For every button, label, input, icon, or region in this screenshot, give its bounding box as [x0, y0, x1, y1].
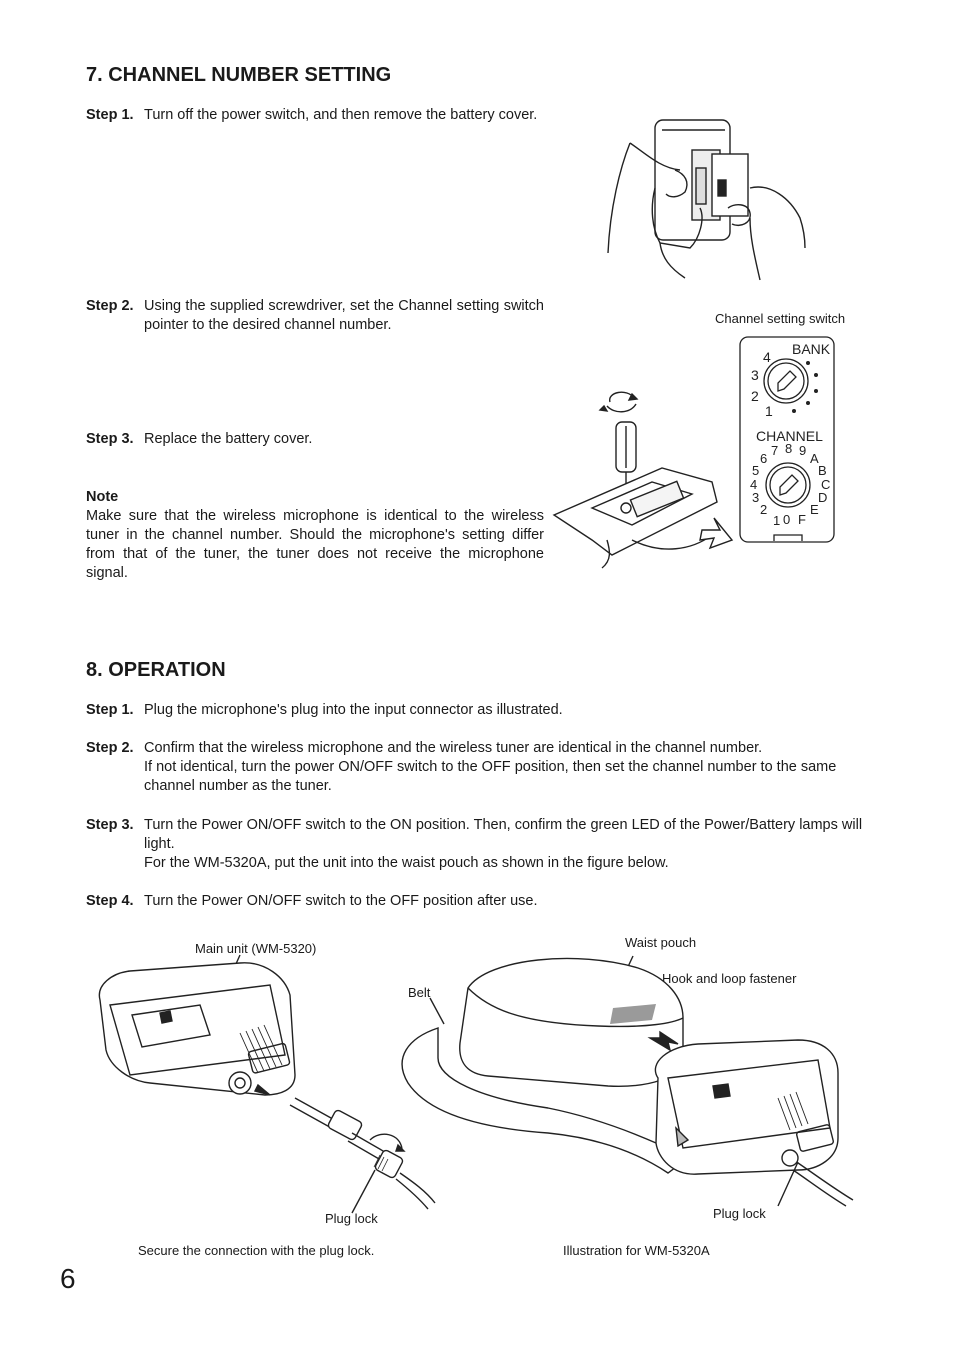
illustration-caption: Illustration for WM-5320A — [563, 1243, 710, 1258]
step-text: Using the supplied screwdriver, set the … — [144, 298, 544, 333]
channel-digits: 0 1 2 3 4 5 6 7 8 9 A B C D E F — [750, 441, 830, 528]
battery-cover-illustration — [607, 119, 806, 281]
step-text: Replace the battery cover. — [144, 431, 313, 447]
plug-lock-label-left: Plug lock — [325, 1211, 378, 1226]
channel-switch-caption: Channel setting switch — [715, 311, 846, 326]
channel-digit-c: C — [821, 477, 830, 492]
channel-digit-4: 4 — [750, 477, 757, 492]
channel-digit-8: 8 — [785, 441, 792, 456]
step-label: Step 1. — [86, 107, 134, 123]
step-text: Plug the microphone's plug into the inpu… — [144, 702, 563, 718]
bank-digit-4: 4 — [763, 349, 771, 365]
channel-digit-9: 9 — [799, 443, 806, 458]
step-label: Step 4. — [86, 893, 134, 909]
step-text: If not identical, turn the power ON/OFF … — [144, 759, 837, 794]
channel-digit-a: A — [810, 451, 819, 466]
s8-step-2: Step 2. Confirm that the wireless microp… — [86, 739, 876, 796]
waist-pouch-label: Waist pouch — [625, 935, 697, 950]
secure-caption: Secure the connection with the plug lock… — [138, 1243, 375, 1258]
bank-label: BANK — [792, 341, 831, 357]
channel-label: CHANNEL — [756, 428, 823, 444]
note-block: Note Make sure that the wireless microph… — [86, 488, 544, 583]
channel-digit-f: F — [798, 512, 806, 527]
channel-digit-e: E — [810, 502, 819, 517]
note-text: Make sure that the wireless microphone i… — [86, 508, 544, 581]
section-7-heading: 7. CHANNEL NUMBER SETTING — [86, 64, 392, 86]
channel-digit-d: D — [818, 490, 827, 505]
page-number: 6 — [60, 1263, 76, 1294]
note-title: Note — [86, 489, 119, 505]
step-text: Turn the Power ON/OFF switch to the ON p… — [144, 817, 863, 852]
step-text: Turn the Power ON/OFF switch to the OFF … — [144, 893, 538, 909]
channel-digit-7: 7 — [771, 443, 778, 458]
screwdriver-illustration — [552, 391, 734, 569]
plug-lock-label-right: Plug lock — [713, 1206, 766, 1221]
channel-setting-switch: BANK 1 2 3 4 CHANNEL 0 1 2 3 4 5 6 7 8 9… — [739, 336, 835, 543]
s8-step-1: Step 1. Plug the microphone's plug into … — [86, 701, 876, 720]
step-label: Step 3. — [86, 817, 134, 833]
s8-step-3: Step 3. Turn the Power ON/OFF switch to … — [86, 816, 876, 873]
section-8-heading: 8. OPERATION — [86, 659, 226, 681]
belt-label: Belt — [408, 985, 431, 1000]
step-label: Step 2. — [86, 298, 134, 314]
main-unit-label: Main unit (WM-5320) — [195, 941, 317, 956]
waist-pouch-illustration — [401, 955, 854, 1207]
s7-step-2: Step 2. Using the supplied screwdriver, … — [86, 297, 544, 335]
s7-step-1: Step 1. Turn off the power switch, and t… — [86, 106, 544, 125]
bank-digit-3: 3 — [751, 367, 759, 383]
channel-digit-2: 2 — [760, 502, 767, 517]
bank-digit-1: 1 — [765, 403, 773, 419]
step-label: Step 2. — [86, 740, 134, 756]
step-text: Confirm that the wireless microphone and… — [144, 740, 763, 756]
step-label: Step 1. — [86, 702, 134, 718]
channel-digit-b: B — [818, 463, 827, 478]
s7-step-3: Step 3. Replace the battery cover. — [86, 430, 544, 449]
s8-step-4: Step 4. Turn the Power ON/OFF switch to … — [86, 892, 876, 911]
step-text: Turn off the power switch, and then remo… — [144, 107, 538, 123]
step-text: For the WM-5320A, put the unit into the … — [144, 855, 669, 871]
channel-digit-5: 5 — [752, 463, 759, 478]
bank-digits: 1 2 3 4 — [751, 349, 773, 419]
channel-digit-6: 6 — [760, 451, 767, 466]
hook-loop-label: Hook and loop fastener — [662, 971, 797, 986]
bank-digit-2: 2 — [751, 388, 759, 404]
channel-digit-0: 0 — [783, 512, 790, 527]
channel-digit-1: 1 — [773, 513, 780, 528]
main-unit-illustration — [98, 954, 436, 1214]
channel-digit-3: 3 — [752, 490, 759, 505]
step-label: Step 3. — [86, 431, 134, 447]
